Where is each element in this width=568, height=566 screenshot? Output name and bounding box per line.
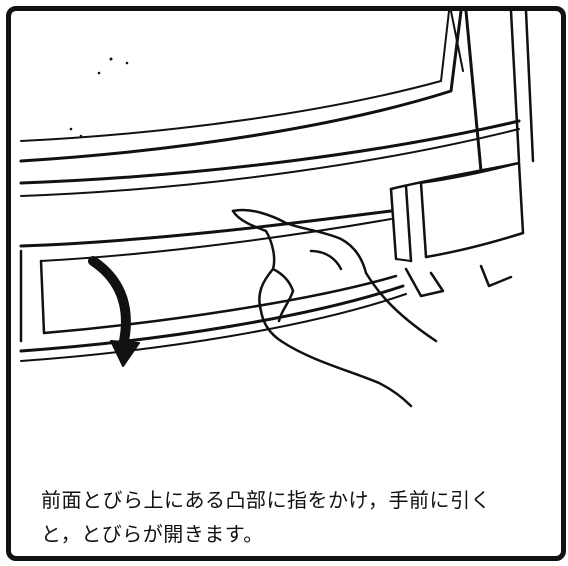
instruction-line-2: と，とびらが開きます。 [41,522,264,546]
instruction-line-1: 前面とびら上にある凸部に指をかけ，手前に引く [41,488,491,512]
monitor-illustration [19,11,535,408]
instruction-text: 前面とびら上にある凸部に指をかけ，手前に引く と，とびらが開きます。 [41,483,551,551]
arrow-down-icon [88,256,140,367]
front-panel [19,119,525,263]
screen-bezel [19,11,535,173]
hand-icon [231,208,438,408]
instruction-panel: 前面とびら上にある凸部に指をかけ，手前に引く と，とびらが開きます。 [6,6,566,561]
